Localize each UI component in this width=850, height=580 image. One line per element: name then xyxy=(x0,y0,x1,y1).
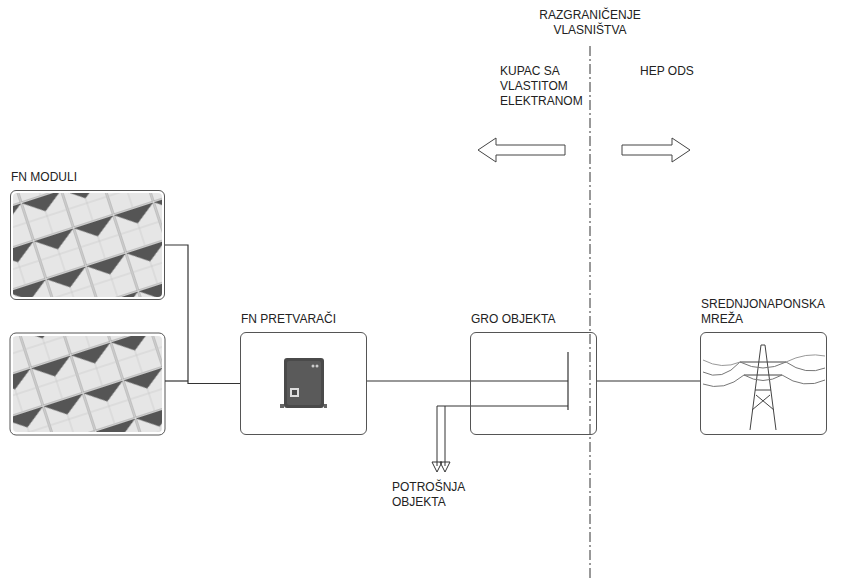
wire-connector xyxy=(367,381,470,382)
component-label: GRO OBJEKTA xyxy=(471,312,611,327)
wire xyxy=(165,380,188,381)
component-label: FN MODULI xyxy=(11,170,161,185)
wire-connector xyxy=(165,245,240,384)
inverter-icon xyxy=(280,358,327,408)
direction-arrow xyxy=(478,138,565,162)
pv-panel xyxy=(13,336,162,432)
direction-arrow xyxy=(622,138,690,162)
component-box: SREDNJONAPONSKA MREŽA xyxy=(700,332,827,435)
wire xyxy=(470,380,568,381)
component-box: FN MODULI xyxy=(10,190,165,300)
annotation: KUPAC SA VLASTITOM ELEKTRANOM xyxy=(500,64,584,109)
component-label: SREDNJONAPONSKA MREŽA xyxy=(701,297,833,327)
wire-connector xyxy=(597,381,700,382)
busbar xyxy=(567,352,568,410)
arrow-head xyxy=(440,462,450,472)
pylon-icon xyxy=(703,345,825,430)
boundary-line xyxy=(590,46,591,580)
annotation: POTROŠNJA OBJEKTA xyxy=(392,480,482,510)
annotation: RAZGRANIČENJE VLASNIŠTVA xyxy=(530,8,650,38)
component-box: FN PRETVARAČI xyxy=(240,332,367,435)
component-label: FN PRETVARAČI xyxy=(241,312,381,327)
wire xyxy=(437,406,568,466)
annotation: HEP ODS xyxy=(640,64,720,79)
wire xyxy=(445,406,446,466)
pv-panel xyxy=(13,193,162,297)
component-box: GRO OBJEKTA xyxy=(470,332,597,435)
pv-module-box xyxy=(10,333,165,435)
